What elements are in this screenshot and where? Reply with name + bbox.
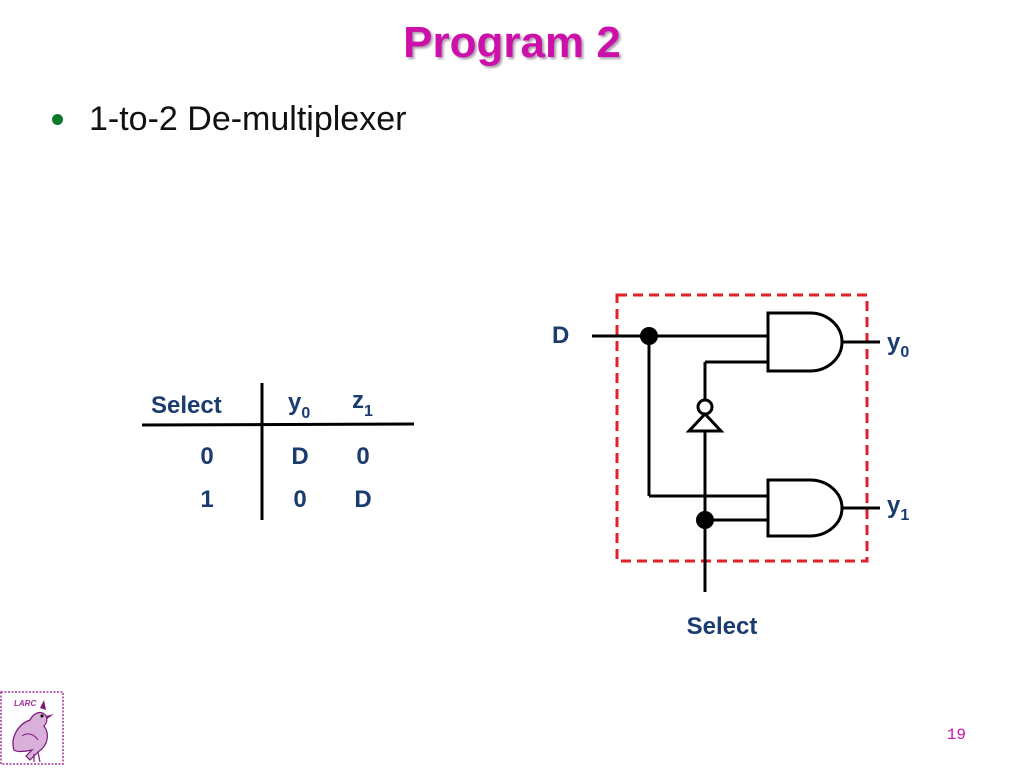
slide-title: Program 2 [403, 18, 621, 67]
and-gate-bottom-icon [766, 478, 844, 538]
row-1-col3: D [354, 486, 371, 513]
table-row: 1 0 D [200, 486, 371, 513]
junction-dot-d [640, 327, 658, 345]
circuit-boundary-box [615, 293, 869, 563]
output-label-y1: y1 [887, 492, 909, 524]
wing-icon [21, 733, 39, 741]
demux-circuit: D y0 y1 Select [552, 293, 909, 640]
select-label: Select [687, 613, 758, 640]
page-number: 19 [946, 726, 966, 744]
logo-text: LARC [14, 699, 36, 708]
bird-eye-icon [40, 714, 44, 718]
bullet-text: 1-to-2 De-multiplexer [89, 100, 407, 138]
truth-table: Select y0 z1 0 D 0 1 0 D [141, 383, 415, 520]
row-1-select: 1 [200, 486, 213, 513]
row-0-col3: 0 [356, 443, 369, 470]
bullet-item: 1-to-2 De-multiplexer [52, 100, 406, 139]
table-horizontal-rule [141, 422, 415, 427]
input-label-d: D [552, 322, 569, 349]
table-header-col3: z1 [352, 387, 373, 420]
output-label-y0: y0 [887, 329, 909, 361]
circuit-wires [592, 334, 880, 592]
table-header-select: Select [151, 392, 222, 419]
bird-icon [12, 711, 48, 761]
and-gate-top-icon [766, 311, 844, 373]
bullet-dot-icon [52, 114, 63, 125]
table-row: 0 D 0 [200, 443, 369, 470]
beak-icon [46, 714, 54, 719]
row-0-col2: D [291, 443, 308, 470]
row-1-col2: 0 [293, 486, 306, 513]
row-0-select: 0 [200, 443, 213, 470]
not-gate-icon [685, 398, 725, 433]
table-header-col2: y0 [288, 389, 310, 422]
lark-logo: LARC [0, 691, 64, 765]
crest-icon [40, 700, 46, 710]
junction-dot-select [696, 511, 714, 529]
